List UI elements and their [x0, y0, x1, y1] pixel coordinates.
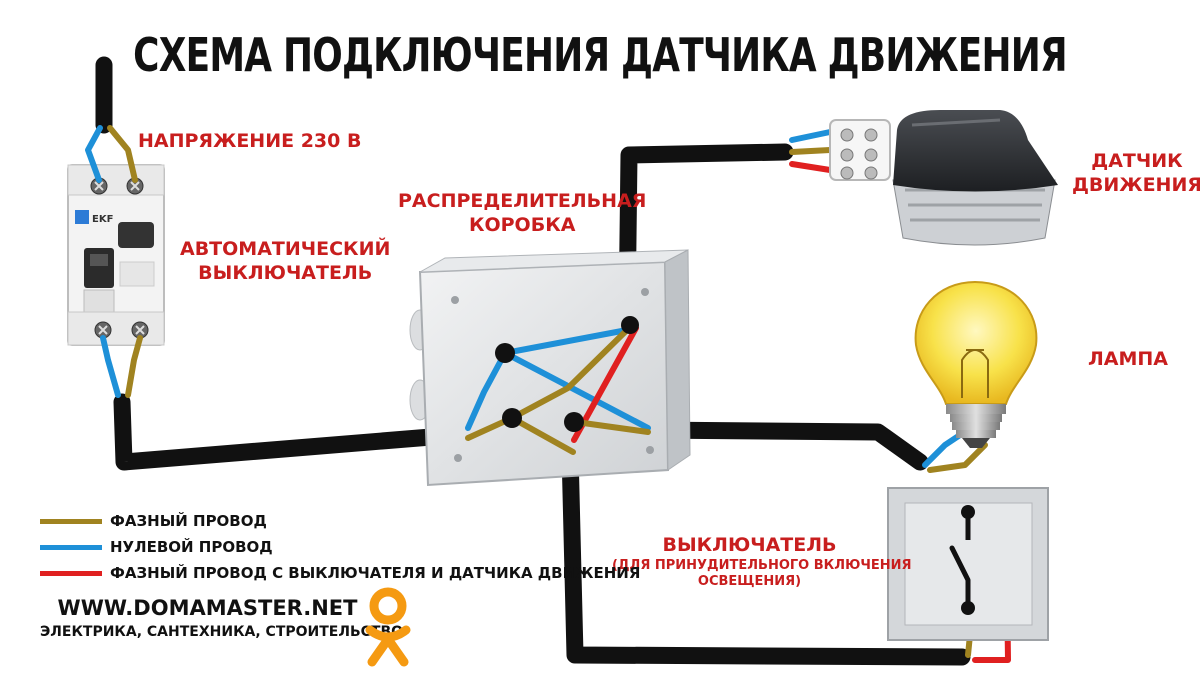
circuit-breaker: EKF — [67, 164, 165, 346]
wall-switch — [887, 487, 1049, 641]
legend-swatch-switched — [40, 570, 102, 576]
odnoklassniki-icon[interactable] — [362, 586, 414, 670]
legend-item-switched: ФАЗНЫЙ ПРОВОД С ВЫКЛЮЧАТЕЛЯ И ДАТЧИКА ДВ… — [40, 560, 640, 586]
lamp-wire-neutral — [922, 432, 963, 468]
legend-swatch-phase — [40, 518, 102, 524]
junction-box-label-line2: КОРОБКА — [468, 213, 576, 236]
lamp-label: ЛАМПА — [1088, 348, 1168, 372]
box-phase-to-sensor — [509, 327, 630, 421]
legend-label-switched: ФАЗНЫЙ ПРОВОД С ВЫКЛЮЧАТЕЛЯ И ДАТЧИКА ДВ… — [110, 564, 641, 582]
breaker-brand: EKF — [92, 214, 113, 225]
motion-sensor-label-line1: ДАТЧИК — [1091, 150, 1183, 172]
box-phase-to-switch — [509, 415, 576, 455]
legend-label-neutral: НУЛЕВОЙ ПРОВОД — [110, 538, 273, 556]
breaker-label-line2: ВЫКЛЮЧАТЕЛЬ — [198, 261, 373, 284]
switch-label: ВЫКЛЮЧАТЕЛЬ (ДЛЯ ПРИНУДИТЕЛЬНОГО ВКЛЮЧЕН… — [612, 534, 912, 590]
voltage-label-text: НАПРЯЖЕНИЕ 230 В — [138, 130, 362, 152]
switch-label-sub2: ОСВЕЩЕНИЯ) — [697, 574, 802, 589]
motion-sensor-label: ДАТЧИК ДВИЖЕНИЯ — [1072, 150, 1200, 198]
legend-item-phase: ФАЗНЫЙ ПРОВОД — [40, 508, 640, 534]
box-to-lamp-cable — [639, 421, 929, 471]
voltage-label: НАПРЯЖЕНИЕ 230 В — [138, 130, 361, 154]
box-neutral-to-lamp — [502, 350, 651, 431]
motion-sensor-label-line2: ДВИЖЕНИЯ — [1072, 173, 1200, 196]
switch-label-title: ВЫКЛЮЧАТЕЛЬ — [662, 534, 837, 556]
lamp-label-text: ЛАМПА — [1088, 348, 1168, 370]
sensor-wire-switched — [789, 161, 833, 173]
breaker-input-phase — [107, 125, 138, 183]
sensor-wire-phase — [789, 147, 833, 155]
legend-swatch-neutral — [40, 544, 102, 550]
wires — [85, 125, 1011, 663]
breaker-label: АВТОМАТИЧЕСКИЙ ВЫКЛЮЧАТЕЛЬ — [180, 238, 390, 286]
box-neutral-in — [465, 350, 508, 431]
junction-box-label: РАСПРЕДЕЛИТЕЛЬНАЯ КОРОБКА — [398, 190, 646, 238]
site-url[interactable]: WWW.DOMAMASTER.NET — [57, 596, 358, 620]
breaker-output-phase — [125, 335, 143, 398]
site-tagline: ЭЛЕКТРИКА, САНТЕХНИКА, СТРОИТЕЛЬСТВО — [40, 624, 404, 640]
breaker-input-neutral — [85, 125, 103, 183]
breaker-to-box-cable — [113, 393, 477, 471]
legend-item-neutral: НУЛЕВОЙ ПРОВОД — [40, 534, 640, 560]
sensor-wire-neutral — [789, 129, 833, 143]
box-to-switch-cable — [561, 443, 971, 666]
page-title: СХЕМА ПОДКЛЮЧЕНИЯ ДАТЧИКА ДВИЖЕНИЯ — [133, 28, 1067, 82]
breaker-label-line1: АВТОМАТИЧЕСКИЙ — [180, 238, 391, 260]
junction-box — [409, 249, 691, 487]
junction-box-label-line1: РАСПРЕДЕЛИТЕЛЬНАЯ — [398, 190, 647, 212]
light-bulb — [914, 280, 1038, 448]
legend-label-phase: ФАЗНЫЙ ПРОВОД — [110, 512, 267, 530]
motion-sensor — [829, 110, 1058, 246]
box-switched-to-lamp — [573, 419, 651, 435]
legend: ФАЗНЫЙ ПРОВОД НУЛЕВОЙ ПРОВОД ФАЗНЫЙ ПРОВ… — [40, 508, 640, 586]
switch-label-sub1: (ДЛЯ ПРИНУДИТЕЛЬНОГО ВКЛЮЧЕНИЯ — [612, 557, 912, 573]
junction-dots — [495, 316, 639, 432]
box-neutral-to-sensor — [502, 327, 630, 356]
site-info: WWW.DOMAMASTER.NET ЭЛЕКТРИКА, САНТЕХНИКА… — [40, 596, 404, 640]
lamp-wire-phase — [927, 442, 988, 473]
breaker-output-neutral — [100, 335, 121, 398]
